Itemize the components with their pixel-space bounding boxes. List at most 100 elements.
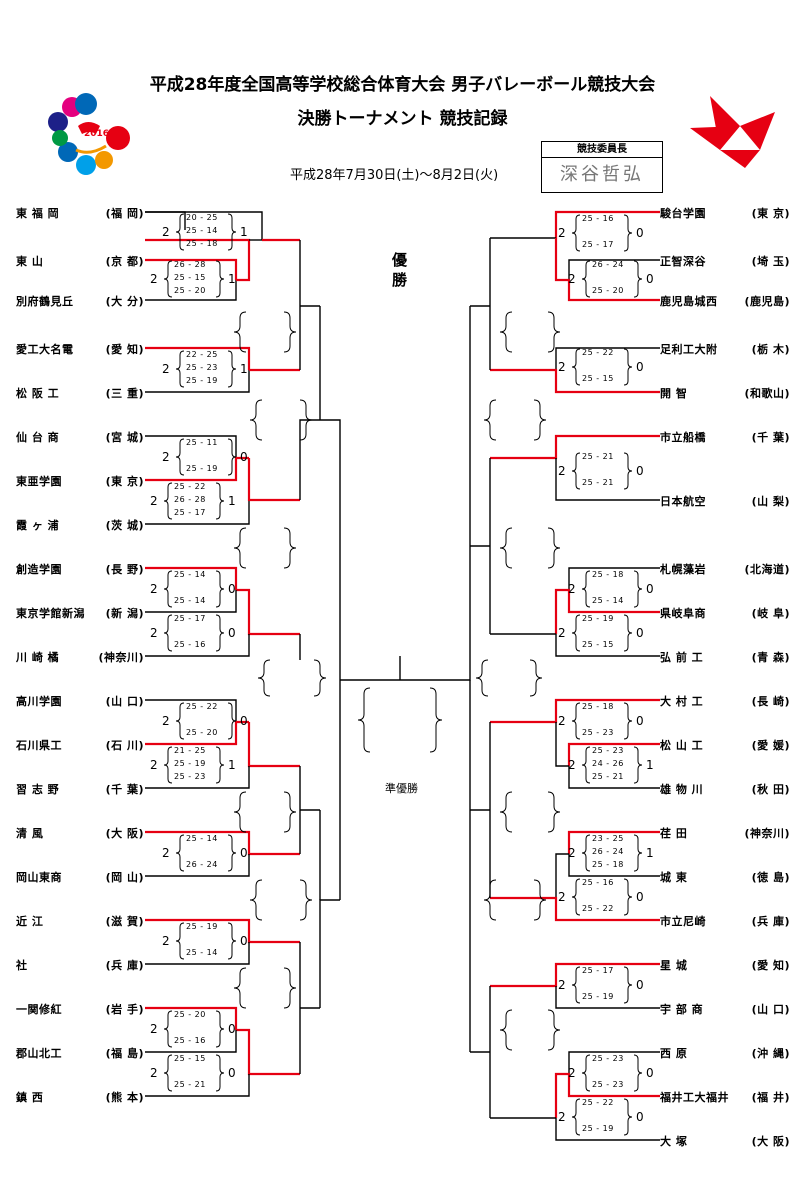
page-subtitle: 決勝トーナメント 競技記録 (297, 109, 508, 129)
team-l-2: 東 山(京 都) (16, 253, 144, 269)
score-brace-left (175, 350, 185, 388)
score-brace-left (571, 702, 581, 740)
set-score: 25 - 15 (174, 273, 206, 282)
score-brace-left (581, 1054, 591, 1092)
team-r-19: 西 原(沖 縄) (660, 1045, 790, 1061)
set-score: 25 - 18 (592, 860, 624, 869)
set-score: 25 - 14 (186, 834, 218, 843)
set-score: 25 - 14 (174, 596, 206, 605)
score-brace-left (175, 922, 185, 960)
team-prefecture: (愛 媛) (751, 739, 790, 752)
team-name: 創造学園 (16, 563, 62, 576)
set-score: 25 - 21 (174, 1080, 206, 1089)
team-name: 東亜学園 (16, 475, 62, 488)
logo-year-text: 2016 (84, 129, 110, 139)
team-name: 日本航空 (660, 495, 706, 508)
score-brace-right (623, 878, 633, 916)
team-prefecture: (宮 城) (105, 431, 144, 444)
set-score: 25 - 14 (174, 570, 206, 579)
team-name: 清 風 (16, 827, 44, 840)
set-score: 24 - 26 (592, 759, 624, 768)
score-brace-right (623, 1098, 633, 1136)
team-r-13: 雄 物 川(秋 田) (660, 781, 790, 797)
team-prefecture: (秋 田) (751, 783, 790, 796)
team-name: 荏 田 (660, 827, 688, 840)
team-name: 石川県工 (16, 739, 62, 752)
team-r-21: 大 塚(大 阪) (660, 1133, 790, 1149)
team-name: 市立尼崎 (660, 915, 706, 928)
team-name: 岡山東商 (16, 871, 62, 884)
tournament-dates: 平成28年7月30日(土)～8月2日(火) (290, 168, 499, 183)
score-brace-right (215, 746, 225, 784)
sets-won: 2 (150, 1022, 158, 1036)
set-score: 25 - 15 (174, 1054, 206, 1063)
sets-lost: 0 (636, 978, 644, 992)
team-name: 大 村 工 (660, 695, 704, 708)
score-brace-right (623, 966, 633, 1004)
team-l-9: 創造学園(長 野) (16, 561, 144, 577)
team-name: 星 城 (660, 959, 688, 972)
sets-lost: 0 (228, 626, 236, 640)
team-prefecture: (愛 知) (751, 959, 790, 972)
sets-won: 2 (150, 494, 158, 508)
set-score: 22 - 25 (186, 350, 218, 359)
set-score: 25 - 22 (582, 904, 614, 913)
set-score: 25 - 16 (582, 214, 614, 223)
team-name: 郡山北工 (16, 1047, 62, 1060)
team-prefecture: (青 森) (751, 651, 790, 664)
set-score: 25 - 22 (174, 482, 206, 491)
sets-lost: 1 (646, 846, 654, 860)
score-brace-right (227, 213, 237, 251)
team-l-6: 仙 台 商 (宮 城) (16, 429, 144, 445)
sets-won: 2 (162, 450, 170, 464)
team-l-16: 岡山東商(岡 山) (16, 869, 144, 885)
team-prefecture: (東 京) (751, 207, 790, 220)
score-brace-right (623, 614, 633, 652)
team-name: 一関修紅 (16, 1003, 62, 1016)
team-prefecture: (兵 庫) (105, 959, 144, 972)
sets-won: 2 (558, 626, 566, 640)
champion-label: 優 勝 (392, 251, 408, 289)
team-name: 仙 台 商 (16, 431, 60, 444)
score-brace-right (215, 570, 225, 608)
score-brace-left (581, 746, 591, 784)
set-score: 26 - 28 (174, 495, 206, 504)
team-name: 札幌藻岩 (660, 563, 706, 576)
team-prefecture: (埼 玉) (751, 255, 790, 268)
score-brace-left (163, 570, 173, 608)
team-prefecture: (神奈川) (98, 651, 144, 664)
team-name: 東 山 (16, 255, 44, 268)
sets-lost: 0 (636, 464, 644, 478)
set-score: 25 - 23 (592, 1080, 624, 1089)
team-l-7: 東亜学園(東 京) (16, 473, 144, 489)
team-prefecture: (熊 本) (105, 1091, 144, 1104)
team-prefecture: (石 川) (105, 739, 144, 752)
score-brace-left (571, 614, 581, 652)
score-brace-right (227, 922, 237, 960)
team-prefecture: (千 葉) (105, 783, 144, 796)
set-score: 25 - 17 (174, 508, 206, 517)
sets-won: 2 (162, 846, 170, 860)
team-prefecture: (大 分) (105, 295, 144, 308)
set-score: 25 - 17 (582, 240, 614, 249)
team-l-8: 霞 ヶ 浦(茨 城) (16, 517, 144, 533)
score-brace-left (571, 878, 581, 916)
team-r-3: 鹿児島城西(鹿児島) (660, 293, 790, 309)
team-l-4: 愛工大名電(愛 知) (16, 341, 144, 357)
team-name: 足利工大附 (660, 343, 718, 356)
sets-lost: 0 (228, 1066, 236, 1080)
team-r-10: 弘 前 工(青 森) (660, 649, 790, 665)
team-name: 霞 ヶ 浦 (16, 519, 60, 532)
sets-won: 2 (558, 226, 566, 240)
sets-won: 2 (558, 890, 566, 904)
score-brace-left (581, 570, 591, 608)
team-name: 松 山 工 (660, 739, 704, 752)
set-score: 25 - 21 (592, 772, 624, 781)
team-name: 東京学館新潟 (16, 607, 85, 620)
score-brace-right (623, 702, 633, 740)
team-prefecture: (福 島) (105, 1047, 144, 1060)
team-name: 高川学園 (16, 695, 62, 708)
team-name: 鎮 西 (16, 1091, 44, 1104)
sets-lost: 1 (228, 272, 236, 286)
